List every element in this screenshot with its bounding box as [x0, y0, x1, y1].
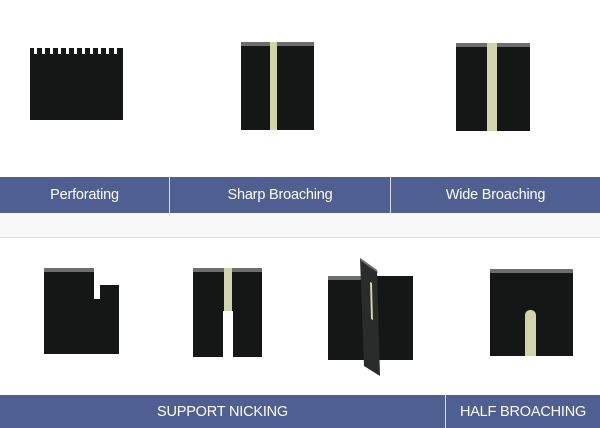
perforation-notch	[114, 48, 117, 54]
sharp-broaching-illustration	[241, 42, 314, 130]
perforation-notch	[50, 48, 53, 54]
perforation-notch	[82, 48, 85, 54]
perforation-notch	[66, 48, 69, 54]
bottom-diagram-panel	[0, 237, 600, 396]
perforation-notch	[74, 48, 77, 54]
top-diagram-panel	[0, 0, 600, 177]
support-nick-notch-illustration	[44, 268, 119, 354]
perforation-notch	[98, 48, 101, 54]
support-nick-split-illustration	[193, 268, 262, 357]
wide-broaching-illustration	[456, 43, 530, 131]
label-sharp-broaching: Sharp Broaching	[170, 177, 391, 213]
top-label-bar: Perforating Sharp Broaching Wide Broachi…	[0, 177, 600, 213]
label-perforating: Perforating	[0, 177, 170, 213]
support-nick-tilted-illustration	[326, 248, 416, 378]
perforation-notch	[34, 48, 37, 54]
label-support-nicking: SUPPORT NICKING	[0, 395, 446, 428]
tilted-blade-svg	[328, 258, 413, 376]
panel-divider	[0, 213, 600, 237]
label-half-broaching: HALF BROACHING	[459, 403, 587, 420]
perforating-illustration	[30, 48, 123, 120]
bottom-label-bar: SUPPORT NICKING HALF BROACHING	[0, 395, 600, 428]
half-broaching-illustration	[490, 269, 573, 356]
perforation-notch	[90, 48, 93, 54]
label-wide-broaching: Wide Broaching	[445, 187, 546, 203]
perforation-notch	[106, 48, 109, 54]
perforation-notch	[58, 48, 61, 54]
perforation-notch	[42, 48, 45, 54]
